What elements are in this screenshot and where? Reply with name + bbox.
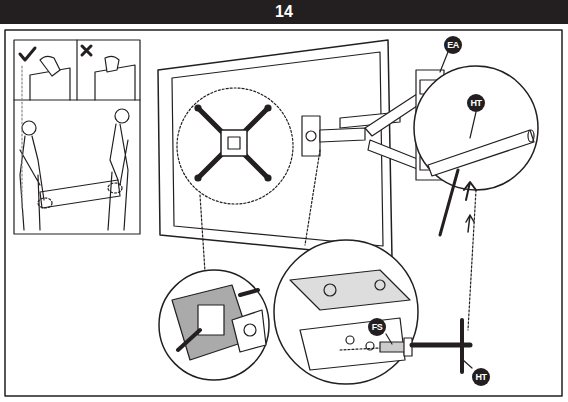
callout-badge: FS: [368, 318, 386, 336]
callout-letter: EA: [447, 41, 459, 50]
zoom-plate: [159, 270, 269, 380]
tv: [158, 40, 392, 258]
callout-letter: HT: [476, 373, 487, 382]
callout-badge: HT: [467, 94, 485, 112]
zoom-bolt: [274, 240, 470, 384]
callout-badge: EA: [444, 36, 462, 54]
lifting-inset: [14, 40, 140, 234]
callout-letter: FS: [372, 323, 383, 332]
callout-letter: HT: [471, 99, 482, 108]
zoom-tool: [414, 66, 538, 330]
step-number: 14: [0, 0, 568, 24]
frame: [5, 30, 562, 396]
callout-badge: HT: [472, 368, 490, 386]
